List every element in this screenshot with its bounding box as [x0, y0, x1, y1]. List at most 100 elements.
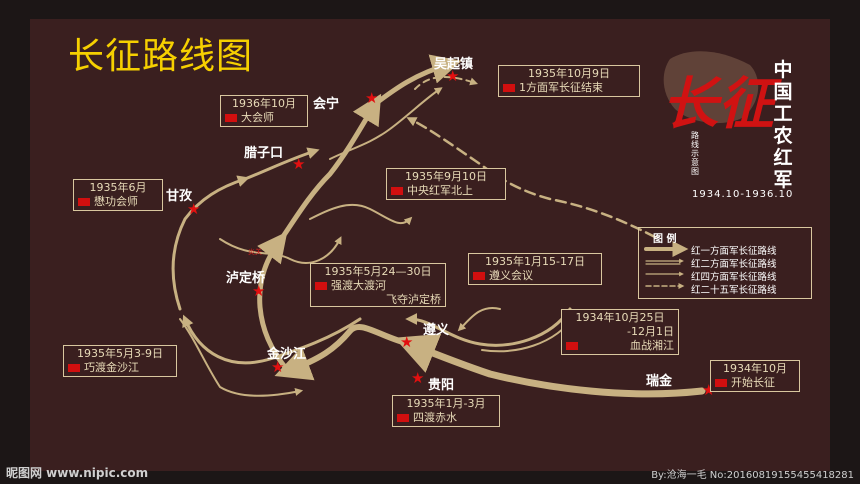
brand-char: 中 [773, 59, 793, 81]
place-ruijin: 瑞金 [646, 374, 673, 389]
place-guiyang: 贵阳 [428, 378, 455, 393]
brand-years: 1934.10-1936.10 [692, 189, 794, 200]
legend-item: 红四方面军长征路线 [691, 272, 777, 283]
event-box: 1935年5月24—30日 强渡大渡河 飞夺泸定桥 [310, 263, 446, 307]
event-date: 1935年10月9日 [528, 67, 610, 80]
event-box: 1936年10月 大会师 [220, 95, 308, 127]
brand-char: 工 [773, 103, 793, 125]
event-text: 四渡赤水 [413, 411, 457, 424]
event-text: 巧渡金沙江 [84, 361, 139, 374]
event-date: 1935年1月-3月 [406, 397, 486, 410]
route-red1-segment [274, 324, 413, 381]
star-icon: ★ [292, 155, 306, 173]
event-text: 大会师 [241, 111, 274, 124]
star-icon: ★ [400, 333, 414, 351]
watermark-left: 昵图网 www.nipic.com [6, 466, 149, 480]
place-huining: 会宁 [313, 97, 340, 112]
flag-icon [315, 282, 327, 290]
event-box: 1935年9月10日 中央红军北上 [386, 168, 506, 200]
route-red4-segment [457, 307, 501, 332]
event-date: 1935年5月24—30日 [324, 265, 432, 278]
event-date: 1935年5月3-9日 [77, 347, 163, 360]
event-date: 1935年6月 [89, 181, 147, 194]
route-red4-segment [219, 236, 342, 264]
legend-item: 红二十五军长征路线 [691, 285, 777, 296]
flag-icon [715, 379, 727, 387]
event-box: 1934年10月 开始长征 [710, 360, 800, 392]
legend-item: 红二方面军长征路线 [691, 259, 777, 270]
star-icon: ★ [411, 369, 425, 387]
route-red2-segment [182, 314, 362, 365]
flag-icon [566, 342, 578, 350]
flag-icon [68, 364, 80, 372]
place-small-label: 炎关 [248, 248, 262, 256]
legend-item: 红一方面军长征路线 [691, 246, 777, 257]
route-red1-segment [257, 231, 291, 374]
flag-icon [473, 272, 485, 280]
place-jinshajiang: 金沙江 [267, 347, 307, 362]
event-text: 开始长征 [731, 376, 775, 389]
brand-sub-char: 图 [691, 167, 699, 176]
route-red1-segment [372, 54, 462, 107]
route-red4-segment [179, 318, 304, 397]
star-icon: ★ [365, 89, 379, 107]
event-box: 1935年1月-3月 四渡赤水 [392, 395, 500, 427]
event-text: 遵义会议 [489, 269, 533, 282]
event-text: 血战湘江 [630, 339, 674, 352]
route-red1-segment [277, 93, 382, 244]
event-date: 1936年10月 [232, 97, 296, 110]
event-date: 1935年1月15-17日 [485, 255, 585, 268]
map-slide: 长征路线图 长征 中 国 工 农 红 军 路 线 示 意 图 1934.10-1… [30, 19, 830, 471]
map-legend: 图 例 红一方面军长征路线 红二方面军长征路线 红四方面军长征路线 红二十五军长… [638, 227, 812, 299]
route-red1-segment [394, 333, 706, 398]
route-red4-segment [329, 87, 443, 160]
event-date: 1935年9月10日 [405, 170, 487, 183]
brand-sub-char: 线 [691, 140, 699, 149]
brand-char: 红 [773, 147, 793, 169]
flag-icon [391, 187, 403, 195]
place-zunyi: 遵义 [423, 323, 450, 338]
event-box: 1935年1月15-17日 遵义会议 [468, 253, 602, 285]
brand-sub-char: 示 [691, 149, 699, 158]
event-text: -12月1日 [627, 325, 674, 338]
brand-sub-char: 意 [691, 158, 699, 167]
flag-icon [397, 414, 409, 422]
brand-char: 农 [773, 125, 793, 147]
star-icon: ★ [271, 358, 285, 376]
route-red2-segment [405, 307, 572, 347]
star-icon: ★ [446, 67, 460, 85]
flag-icon [225, 114, 237, 122]
place-wuqizhen: 吴起镇 [434, 57, 474, 72]
page-title: 长征路线图 [68, 36, 254, 77]
route-red4-segment [309, 203, 413, 226]
brand-char: 军 [773, 169, 793, 191]
flag-icon [78, 198, 90, 206]
place-lazikou: 腊子口 [244, 146, 284, 161]
brand-calligraphy: 长征 [662, 71, 774, 137]
event-date: 1934年10月 [723, 362, 787, 375]
soldier-silhouette [663, 51, 759, 124]
flag-icon [503, 84, 515, 92]
event-text: 1方面军长征结束 [519, 81, 603, 94]
legend-title: 图 例 [653, 234, 677, 245]
watermark-right: By:沧海一毛 No:20160819155455418281 [651, 470, 854, 481]
route-red25-segment [406, 117, 657, 239]
place-ganzi: 甘孜 [166, 189, 193, 204]
route-red25-segment [414, 76, 479, 90]
route-red2-segment [243, 147, 320, 181]
event-text: 强渡大渡河 [331, 279, 386, 292]
brand-char: 国 [773, 81, 793, 103]
event-box: 1935年6月 懋功会师 [73, 179, 163, 211]
event-box: 1935年10月9日 1方面军长征结束 [498, 65, 640, 97]
route-map [171, 51, 759, 398]
event-text: 懋功会师 [94, 195, 138, 208]
brand-sub-char: 路 [691, 131, 699, 140]
event-text: 飞夺泸定桥 [386, 293, 441, 306]
event-text: 中央红军北上 [407, 184, 473, 197]
star-icon: ★ [252, 282, 266, 300]
star-icon: ★ [187, 200, 201, 218]
event-date: 1934年10月25日 [575, 311, 665, 324]
event-box: 1934年10月25日 -12月1日 血战湘江 [561, 309, 679, 355]
place-ludingqiao: 泸定桥 [226, 271, 266, 286]
